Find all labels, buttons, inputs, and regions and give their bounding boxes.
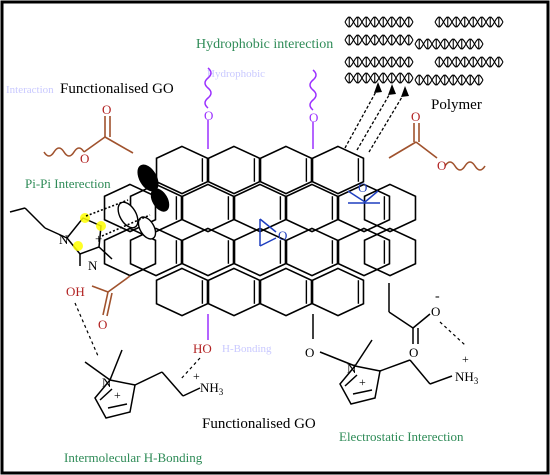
graphene-ring bbox=[233, 227, 287, 277]
polymer-strands bbox=[344, 16, 504, 86]
hydrophobic-arrow-heads bbox=[374, 82, 409, 97]
ghost-label-interaction-left: Interaction bbox=[6, 84, 54, 96]
carboxyl-left-oxygen-top: O bbox=[102, 102, 111, 117]
epoxide-oxygen-right: O bbox=[358, 180, 367, 195]
lower-left-hydroxyl: OH bbox=[66, 284, 85, 299]
label-polymer: Polymer bbox=[431, 97, 482, 113]
graphene-ring bbox=[337, 227, 391, 277]
graphene-edge-ring bbox=[363, 183, 417, 233]
label-pi-pi-interaction: Pi-Pi Interection bbox=[25, 176, 111, 191]
carboxyl-group-left bbox=[43, 116, 134, 157]
pyrrolium-cation-right bbox=[319, 339, 453, 405]
carboxylate-oxygen-double: O bbox=[409, 345, 418, 360]
carboxyl-right-oxygen-top: O bbox=[411, 109, 420, 124]
cation-right-nitrogen: N bbox=[347, 361, 357, 376]
carboxylate-minus-sign: - bbox=[435, 289, 440, 304]
pi-highlight-3 bbox=[73, 241, 83, 251]
ghost-label-h-bonding: H-Bonding bbox=[222, 343, 272, 355]
graphene-ring bbox=[311, 145, 365, 195]
label-electrostatic-interaction: Electrostatic Interection bbox=[339, 429, 464, 444]
graphene-ring bbox=[259, 267, 313, 317]
pi-highlight-2 bbox=[96, 221, 106, 231]
graphene-ring bbox=[285, 227, 339, 277]
imidazole-nitrogen-1: N bbox=[59, 232, 69, 247]
ammonium-left: NH3 bbox=[200, 380, 224, 397]
graphene-ring bbox=[155, 267, 209, 317]
epoxide-groups bbox=[259, 190, 380, 247]
pi-orbital-lobes bbox=[117, 164, 170, 240]
cation-right-plus: + bbox=[359, 375, 366, 389]
graphene-edge-ring bbox=[103, 227, 157, 277]
polymer-backbone bbox=[434, 16, 504, 28]
lower-left-oxygen: O bbox=[98, 317, 107, 332]
polymer-backbone bbox=[414, 74, 484, 86]
graphene-oxide-sheet bbox=[103, 145, 417, 317]
phenoxide-oxygen: O bbox=[305, 345, 314, 360]
carboxylate-oxygen-minus: O bbox=[431, 304, 440, 319]
imidazole-plus: + bbox=[95, 231, 102, 246]
h-bond-dashed-lines bbox=[74, 302, 466, 381]
hydrophobic-arrows bbox=[344, 87, 406, 153]
polymer-backbone bbox=[344, 34, 414, 46]
cation-left-nitrogen: N bbox=[102, 375, 112, 390]
ammonium-right-plus: + bbox=[462, 352, 469, 366]
label-functionalised-go-bottom: Functionalised GO bbox=[202, 416, 316, 432]
graphene-ring bbox=[285, 183, 339, 233]
graphene-edge-ring bbox=[363, 227, 417, 277]
graphene-ring bbox=[207, 267, 261, 317]
imidazole-nitrogen-2: N bbox=[88, 258, 98, 273]
carboxyl-right-oxygen-link: O bbox=[437, 158, 446, 173]
carboxyl-group-lower-left bbox=[91, 275, 131, 317]
carboxyl-group-right bbox=[388, 123, 486, 171]
ammonium-right: NH3 bbox=[455, 369, 479, 386]
bottom-hydroxyl: HO bbox=[193, 341, 212, 356]
polymer-backbone bbox=[414, 38, 484, 50]
ether-oxygen-left: O bbox=[204, 108, 213, 123]
ether-oxygen-right: O bbox=[309, 110, 318, 125]
label-hydrophobic-interaction: Hydrophobic interection bbox=[196, 37, 333, 52]
graphene-double-bonds bbox=[175, 158, 386, 304]
label-intermolecular-h-bonding: Intermolecular H-Bonding bbox=[64, 450, 203, 465]
graphene-ring bbox=[181, 183, 235, 233]
imidazole-molecule bbox=[9, 207, 113, 266]
carboxyl-left-oxygen-link: O bbox=[80, 151, 89, 166]
polymer-backbone bbox=[344, 16, 414, 28]
graphene-ring bbox=[207, 145, 261, 195]
graphene-ring bbox=[155, 145, 209, 195]
ammonium-left-plus: + bbox=[193, 369, 200, 383]
pyrrolium-cation-left bbox=[84, 349, 201, 419]
pi-highlight-1 bbox=[80, 213, 90, 223]
graphene-ring bbox=[259, 145, 313, 195]
carboxylate-group-lower-right bbox=[388, 283, 431, 344]
pi-pi-dashed-lines bbox=[85, 199, 151, 237]
label-functionalised-go-top: Functionalised GO bbox=[60, 81, 174, 97]
epoxide-oxygen-center: O bbox=[278, 228, 287, 243]
ghost-label-hydrophobic: Hydrophobic bbox=[207, 68, 265, 80]
polymer-backbone bbox=[344, 72, 414, 84]
graphene-ring bbox=[337, 183, 391, 233]
polymer-backbone bbox=[434, 56, 504, 68]
ether-groups bbox=[204, 67, 317, 340]
graphene-ring bbox=[181, 227, 235, 277]
graphene-ring bbox=[129, 227, 183, 277]
graphene-ring bbox=[311, 267, 365, 317]
polymer-backbone bbox=[344, 56, 414, 68]
cation-left-plus: + bbox=[114, 388, 121, 402]
